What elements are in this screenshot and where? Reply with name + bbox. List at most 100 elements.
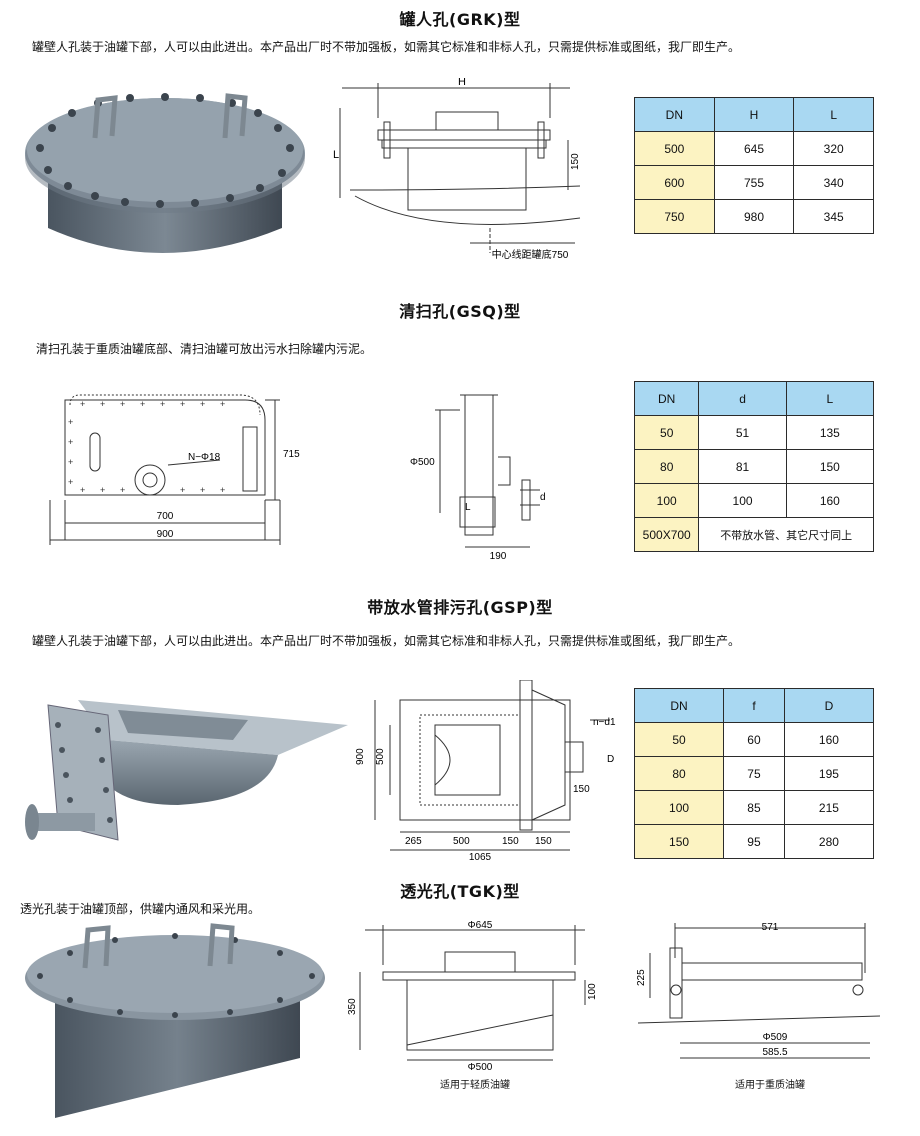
cell-h: 645: [713, 131, 795, 166]
gsp-dim-900: 900: [355, 748, 366, 765]
cell-d: 81: [698, 449, 787, 484]
grk-dim-h: H: [458, 78, 466, 88]
table-row: 500X700 不带放水管、其它尺寸同上: [633, 517, 874, 552]
cell-l: 160: [785, 483, 875, 518]
cell-f: 85: [723, 790, 785, 825]
cell-dn: 80: [633, 756, 725, 791]
grk-photo: [25, 93, 305, 253]
table-row: 80 75 195: [633, 756, 875, 791]
header-dn: DN: [633, 688, 725, 723]
cell-dn: 500X700: [633, 517, 700, 552]
tgk-dim-585: 585.5: [762, 1047, 787, 1058]
gsp-spec-table: DN f D 50 60 160 80 75 195 100 85 215 15…: [633, 688, 875, 859]
cell-d: 280: [783, 824, 875, 859]
gsq-front-drawing: ++++ ++++ ++++ ++++ ++ N−Φ18 715 700 900: [49, 394, 300, 545]
svg-text:+: +: [100, 485, 105, 495]
gsq-dim-700: 700: [157, 511, 174, 522]
cell-f: 60: [723, 722, 785, 757]
table-row: 80 81 150: [633, 449, 875, 484]
tgk-dim-350: 350: [347, 998, 358, 1015]
svg-text:+: +: [68, 417, 73, 427]
gsp-dim-d: D: [607, 754, 614, 765]
svg-text:+: +: [200, 485, 205, 495]
tgk-dim-phi645: Φ645: [468, 920, 493, 931]
gsq-dim-900: 900: [157, 529, 174, 540]
cell-f: 95: [723, 824, 785, 859]
cell-d: 195: [783, 756, 875, 791]
tgk-caption-heavy: 适用于重质油罐: [735, 1080, 805, 1091]
header-d: D: [783, 688, 875, 723]
svg-text:+: +: [180, 485, 185, 495]
gsq-dim-715: 715: [283, 449, 300, 460]
cell-l: 340: [793, 165, 874, 200]
table-row: 600 755 340: [634, 165, 874, 200]
gsp-dim-150c: 150: [573, 784, 590, 795]
gsp-dim-500w: 500: [453, 836, 470, 847]
svg-text:+: +: [80, 399, 85, 409]
cell-dn: 500: [634, 131, 715, 166]
tgk-photo: [25, 923, 325, 1118]
tgk-drawing-heavy: 571 225 Φ509 585.5: [636, 922, 881, 1059]
gsp-title: 带放水管排污孔(GSP)型: [367, 598, 553, 617]
grk-dim-150: 150: [570, 153, 581, 170]
table-row: 750 980 345: [634, 199, 874, 234]
table-header-row: DN H L: [634, 97, 874, 132]
cell-d: 215: [783, 790, 875, 825]
table-row: 150 95 280: [633, 824, 875, 859]
grk-spec-table: DN H L 500 645 320 600 755 340 750 980 3…: [634, 97, 874, 234]
gsq-description: 清扫孔装于重质油罐底部、清扫油罐可放出污水扫除罐内污泥。: [36, 342, 373, 356]
gsp-drawing: 900 500 265 500 150 150 1065 n−d1 D 150: [355, 680, 616, 860]
svg-text:+: +: [68, 477, 73, 487]
gsq-dim-190: 190: [490, 551, 507, 562]
grk-drawing: H L 150 中心线距罐底750: [333, 78, 581, 261]
cell-note: 不带放水管、其它尺寸同上: [698, 517, 874, 552]
gsq-spec-table: DN d L 50 51 135 80 81 150 100 100 160 5…: [633, 381, 875, 552]
gsp-dim-150a: 150: [502, 836, 519, 847]
svg-text:+: +: [160, 399, 165, 409]
header-l: L: [785, 381, 875, 416]
cell-dn: 750: [634, 199, 715, 234]
gsq-title: 清扫孔(GSQ)型: [399, 302, 521, 321]
svg-text:+: +: [68, 457, 73, 467]
header-l: L: [793, 97, 874, 132]
cell-l: 345: [793, 199, 874, 234]
header-d: d: [698, 381, 787, 416]
gsp-dim-265: 265: [405, 836, 422, 847]
tgk-dim-100: 100: [587, 983, 598, 1000]
svg-text:+: +: [220, 399, 225, 409]
cell-dn: 80: [633, 449, 700, 484]
cell-l: 320: [793, 131, 874, 166]
svg-text:+: +: [140, 399, 145, 409]
gsp-photo: [25, 700, 348, 841]
gsq-dim-d: d: [540, 492, 546, 503]
header-f: f: [723, 688, 785, 723]
svg-text:+: +: [68, 437, 73, 447]
svg-text:+: +: [120, 485, 125, 495]
gsp-dim-500: 500: [375, 748, 386, 765]
tgk-dim-phi509: Φ509: [763, 1032, 788, 1043]
cell-l: 135: [785, 415, 875, 450]
svg-text:+: +: [100, 399, 105, 409]
cell-dn: 600: [634, 165, 715, 200]
tgk-dim-571: 571: [762, 922, 779, 933]
cell-dn: 100: [633, 483, 700, 518]
grk-description: 罐壁人孔装于油罐下部，人可以由此进出。本产品出厂时不带加强板，如需其它标准和非标…: [32, 40, 741, 54]
cell-dn: 50: [633, 722, 725, 757]
svg-text:+: +: [120, 399, 125, 409]
table-row: 500 645 320: [634, 131, 874, 166]
cell-d: 51: [698, 415, 787, 450]
tgk-dim-225: 225: [636, 969, 647, 986]
header-dn: DN: [634, 97, 715, 132]
gsq-side-drawing: Φ500 d L 190: [410, 394, 546, 562]
gsp-dim-1065: 1065: [469, 852, 492, 860]
cell-dn: 100: [633, 790, 725, 825]
header-h: H: [713, 97, 795, 132]
gsq-dim-n: N−Φ18: [188, 452, 221, 463]
table-header-row: DN f D: [633, 688, 875, 723]
cell-d: 100: [698, 483, 787, 518]
svg-text:+: +: [180, 399, 185, 409]
gsq-dim-l: L: [465, 502, 471, 513]
cell-l: 150: [785, 449, 875, 484]
cell-h: 980: [713, 199, 795, 234]
grk-dim-l: L: [333, 149, 339, 161]
